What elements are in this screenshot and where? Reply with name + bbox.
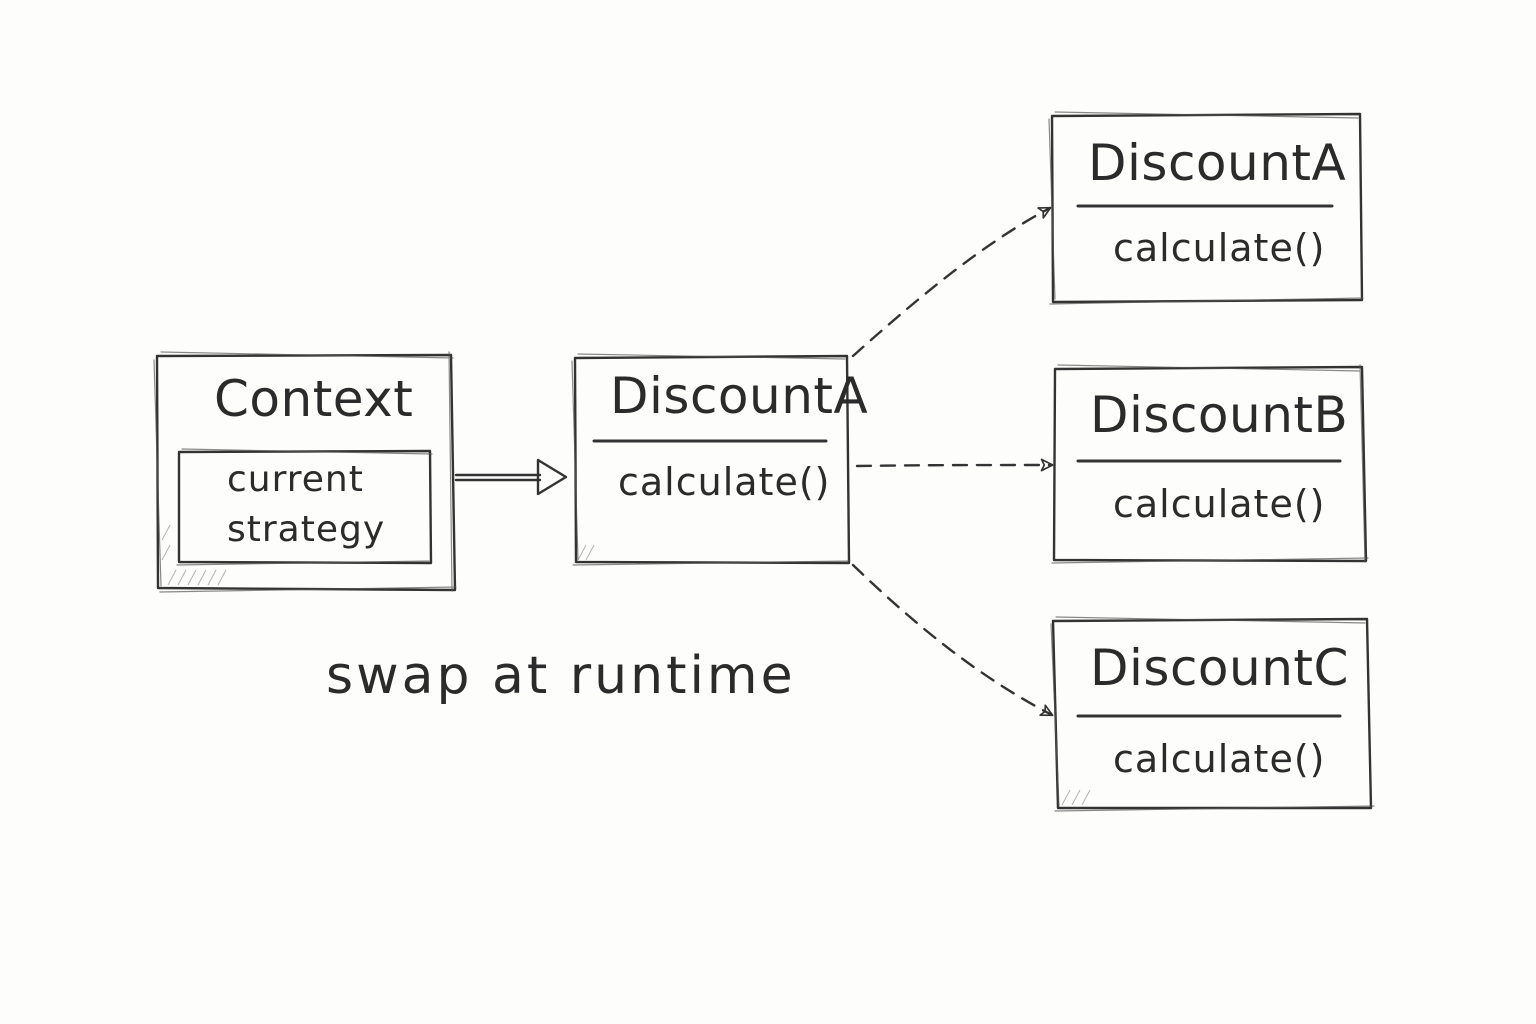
strategy-box-b	[1051, 364, 1369, 564]
swap-caption: swap at runtime	[326, 646, 796, 706]
strategy-c-method: calculate()	[1113, 737, 1326, 781]
active-strategy-title: DiscountA	[610, 367, 869, 425]
strategy-c-title: DiscountC	[1090, 639, 1349, 697]
strategy-a-method: calculate()	[1113, 226, 1326, 270]
context-title: Context	[214, 370, 414, 428]
context-field-box	[177, 449, 433, 565]
dashed-arrow-to-a	[851, 206, 1052, 358]
strategy-b-method: calculate()	[1113, 482, 1326, 526]
strategy-box-a	[1048, 111, 1364, 305]
strategy-a-title: DiscountA	[1088, 134, 1347, 192]
strategy-b-title: DiscountB	[1090, 386, 1349, 444]
context-box	[153, 351, 457, 593]
dashed-arrow-to-c	[851, 563, 1054, 717]
context-field-line2: strategy	[227, 509, 386, 550]
context-hatch	[161, 524, 227, 586]
active-strategy-box	[571, 353, 851, 566]
context-field-line1: current	[227, 459, 364, 500]
context-to-strategy-arrow	[454, 458, 568, 496]
dashed-arrow-to-b	[855, 458, 1054, 472]
active-strategy-method: calculate()	[618, 460, 831, 504]
strategy-box-c	[1050, 616, 1375, 812]
